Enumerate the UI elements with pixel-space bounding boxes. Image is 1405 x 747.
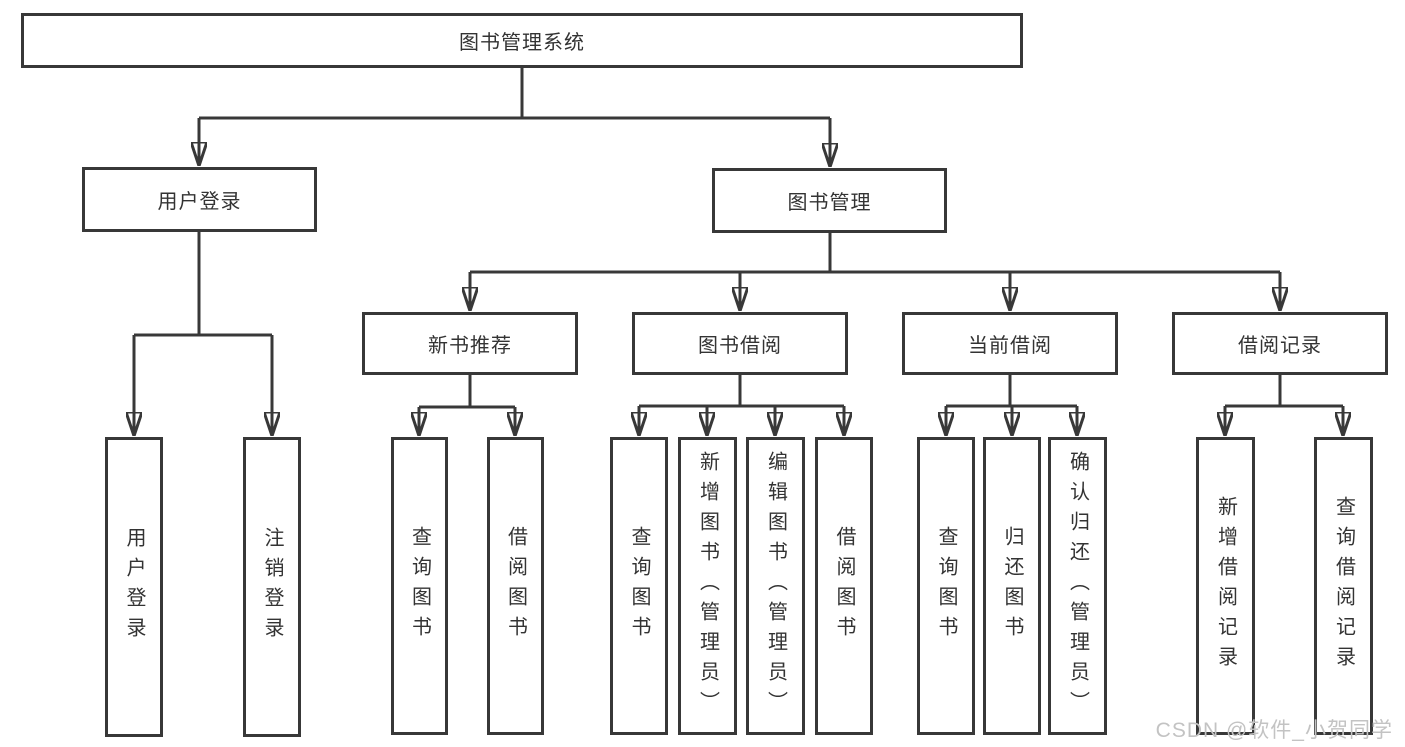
connector-newbook-to-leaves — [419, 375, 515, 434]
leaf-current-return-books: 归还图书 — [983, 437, 1041, 735]
leaf-records-add-record: 新增借阅记录 — [1196, 437, 1255, 735]
connector-userlogin-to-leaves — [134, 232, 272, 434]
node-borrowing-records: 借阅记录 — [1172, 312, 1388, 375]
node-label: 图书管理 — [787, 192, 872, 214]
node-label: 查询借阅记录 — [1332, 496, 1355, 676]
leaf-borrowing-edit-books-admin: 编辑图书（管理员） — [746, 437, 805, 735]
node-book-borrowing: 图书借阅 — [632, 312, 848, 375]
leaf-user-login: 用户登录 — [105, 437, 163, 737]
connector-bookmgmt-to-level3 — [470, 233, 1280, 309]
node-label: 图书管理系统 — [459, 32, 585, 54]
node-label: 借阅记录 — [1238, 335, 1322, 357]
node-label: 当前借阅 — [968, 335, 1052, 357]
csdn-watermark: CSDN @软件_小贺同学 — [1155, 719, 1393, 742]
leaf-current-confirm-return-admin: 确认归还（管理员） — [1048, 437, 1107, 735]
node-label: 确认归还（管理员） — [1066, 451, 1089, 721]
leaf-records-query-record: 查询借阅记录 — [1314, 437, 1373, 735]
node-label: 借阅图书 — [504, 526, 527, 646]
connector-records-to-leaves — [1225, 375, 1343, 434]
node-label: 查询图书 — [408, 526, 431, 646]
node-label: 编辑图书（管理员） — [764, 451, 787, 721]
node-label: 新增借阅记录 — [1214, 496, 1237, 676]
node-label: 查询图书 — [628, 526, 650, 646]
node-new-book-recommend: 新书推荐 — [362, 312, 578, 375]
connector-root-to-level2 — [199, 68, 830, 165]
node-label: 借阅图书 — [833, 526, 855, 646]
leaf-borrowing-add-books-admin: 新增图书（管理员） — [678, 437, 737, 735]
node-current-borrowing: 当前借阅 — [902, 312, 1118, 375]
node-library-management-system: 图书管理系统 — [21, 13, 1023, 68]
node-label: 用户登录 — [157, 191, 242, 213]
leaf-borrowing-query-books: 查询图书 — [610, 437, 668, 735]
node-label: 归还图书 — [1001, 526, 1023, 646]
node-user-login: 用户登录 — [82, 167, 317, 232]
node-label: 新增图书（管理员） — [696, 451, 719, 721]
leaf-logout: 注销登录 — [243, 437, 301, 737]
node-book-management: 图书管理 — [712, 168, 947, 233]
node-label: 新书推荐 — [428, 335, 512, 357]
node-label: 注销登录 — [261, 527, 283, 647]
leaf-borrowing-borrow-books: 借阅图书 — [815, 437, 873, 735]
connector-borrowing-to-leaves — [639, 375, 844, 434]
connector-current-to-leaves — [946, 375, 1077, 434]
leaf-newbook-borrow-books: 借阅图书 — [487, 437, 544, 735]
node-label: 图书借阅 — [698, 335, 782, 357]
node-label: 查询图书 — [935, 526, 957, 646]
leaf-current-query-books: 查询图书 — [917, 437, 975, 735]
node-label: 用户登录 — [123, 527, 145, 647]
leaf-newbook-query-books: 查询图书 — [391, 437, 448, 735]
